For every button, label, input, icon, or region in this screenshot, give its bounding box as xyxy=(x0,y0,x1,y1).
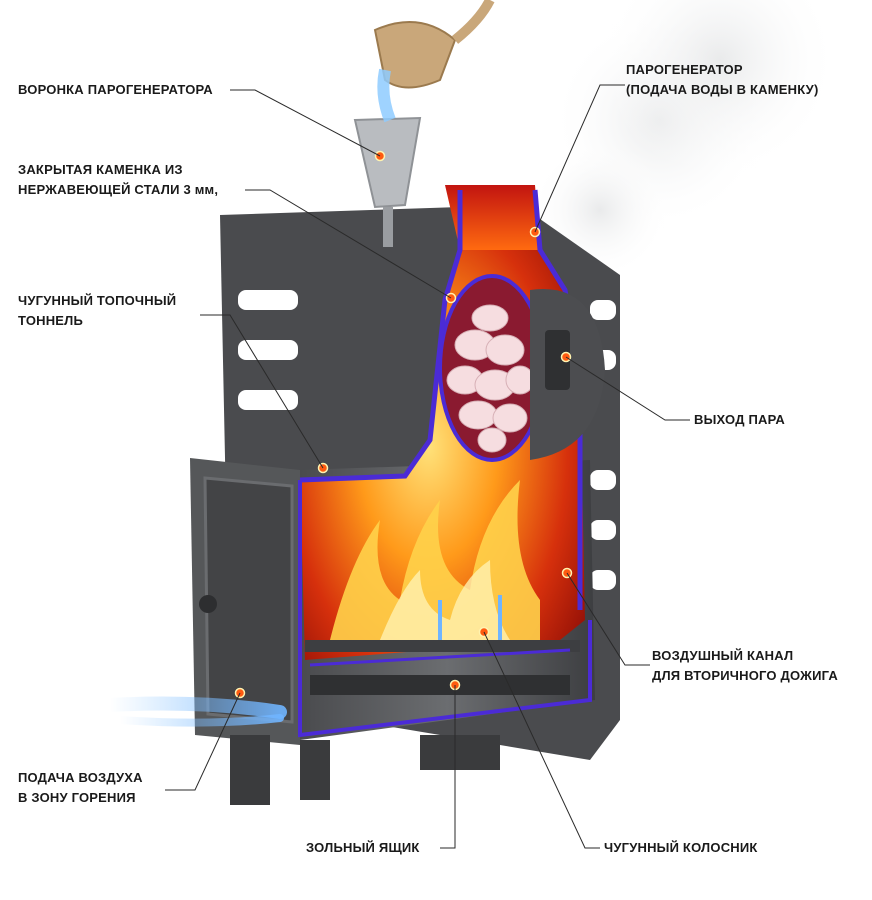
label-funnel: ВОРОНКА ПАРОГЕНЕРАТОРА xyxy=(18,82,213,97)
label-air-supply: ПОДАЧА ВОЗДУХА В ЗОНУ ГОРЕНИЯ xyxy=(18,770,143,805)
water-ladle xyxy=(373,0,495,123)
steam-generator-funnel xyxy=(353,116,422,247)
combustion-chamber xyxy=(298,185,592,738)
label-grate: ЧУГУННЫЙ КОЛОСНИК xyxy=(604,840,758,855)
label-tunnel: ЧУГУННЫЙ ТОПОЧНЫЙ ТОННЕЛЬ xyxy=(18,293,177,328)
air-flow-arrows xyxy=(103,595,502,727)
leader-lines xyxy=(165,84,690,849)
label-steam-outlet: ВЫХОД ПАРА xyxy=(694,412,785,427)
label-ash-box: ЗОЛЬНЫЙ ЯЩИК xyxy=(306,840,420,855)
label-steam-generator: ПАРОГЕНЕРАТОР (ПОДАЧА ВОДЫ В КАМЕНКУ) xyxy=(626,62,819,97)
label-heater: ЗАКРЫТАЯ КАМЕНКА ИЗ НЕРЖАВЕЮЩЕЙ СТАЛИ 3 … xyxy=(18,162,219,197)
label-air-channel: ВОЗДУШНЫЙ КАНАЛ ДЛЯ ВТОРИЧНОГО ДОЖИГА xyxy=(652,648,838,683)
steam-outlet xyxy=(530,289,605,460)
